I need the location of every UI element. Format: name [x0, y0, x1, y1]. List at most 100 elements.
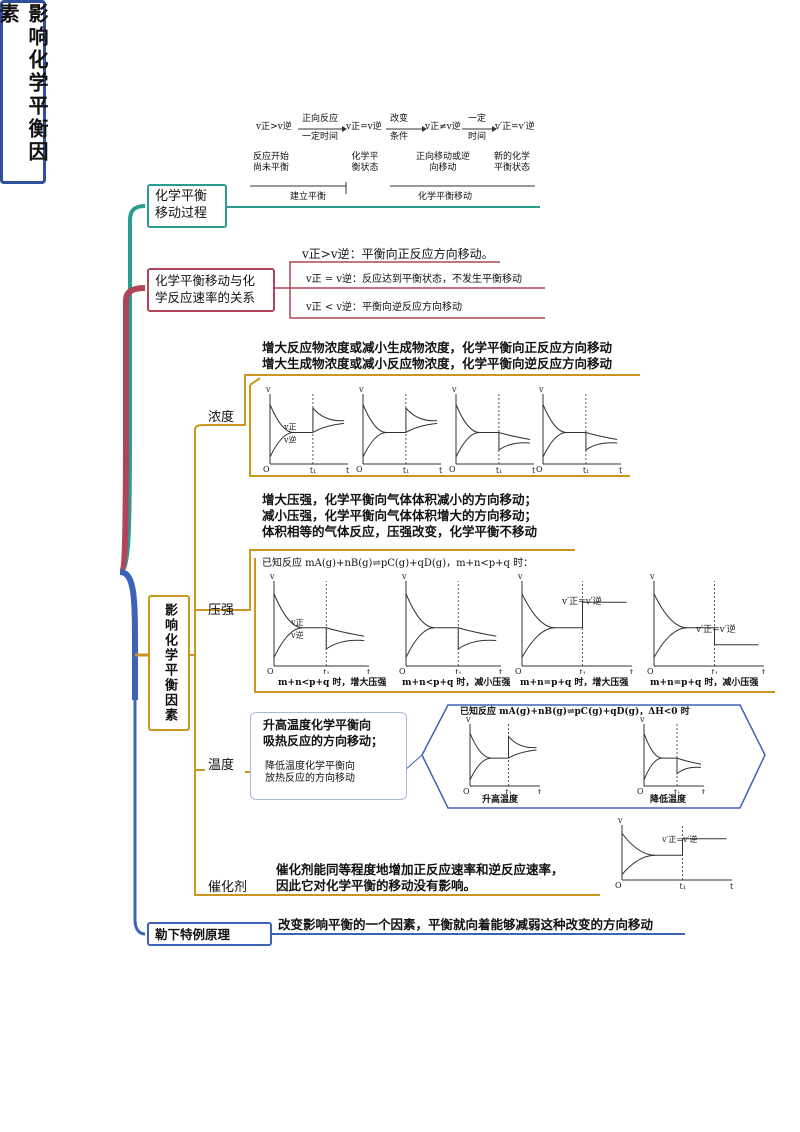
graph-v-label: v	[358, 385, 364, 394]
graph-t1-label: t₁	[712, 668, 718, 674]
graph-curve	[676, 757, 702, 765]
rate-item-less: v正 < v逆：平衡向逆反应方向移动	[306, 302, 463, 313]
graph-curve	[273, 627, 303, 658]
graph-origin-label: O	[356, 465, 363, 474]
pressure-rule-1: 增大压强，化学平衡向气体体积减小的方向移动；	[262, 492, 538, 507]
graph-t-label: t	[439, 466, 443, 474]
graph-t-label: t	[538, 788, 542, 794]
temperature-rise-2: 吸热反应的方向移动；	[263, 734, 384, 748]
process-flow: v正>v逆 正向反应 一定时间 v正=v逆 改变 条件 v正≠v逆 一定 时间 …	[250, 112, 540, 207]
graph-t1-label: t₁	[455, 668, 461, 674]
root-node[interactable]: 影响化学平衡因素	[0, 0, 49, 184]
graph-t-label: t	[730, 882, 734, 890]
graph-curve	[362, 404, 406, 433]
graph-t1-label: t₁	[583, 466, 589, 474]
graph-curve	[405, 422, 438, 433]
graph-t-label: t	[346, 466, 350, 474]
graph-origin-label: O	[515, 667, 522, 674]
graph-origin-label: O	[536, 465, 543, 474]
graph-curve	[455, 432, 480, 458]
flow-state-1: v正>v逆	[256, 122, 292, 132]
graph-curve	[653, 593, 715, 629]
graph-curve	[508, 749, 537, 759]
graph-t-label: t	[702, 788, 706, 794]
graph-curve	[643, 733, 677, 759]
factors-node[interactable]: 影响化学平衡因素	[148, 595, 190, 731]
le-chatelier-node[interactable]: 勒下特例原理	[147, 922, 272, 946]
flow-state-4: v′正=v′逆	[495, 122, 535, 132]
pressure-label[interactable]: 压强	[208, 603, 235, 618]
rate-relation-node[interactable]: 化学平衡移动与化学反应速率的关系	[147, 268, 275, 312]
graph-t1-label: t₁	[310, 466, 316, 474]
graph-t-label: t	[762, 668, 766, 674]
pressure-caption-4: m+n=p+q 时，减小压强	[650, 678, 759, 688]
graph-t1-label: t₁	[506, 788, 512, 794]
graph-curve	[455, 404, 499, 433]
graph-t-label: t	[532, 466, 536, 474]
graph-curve	[405, 627, 435, 658]
temperature-label[interactable]: 温度	[208, 758, 235, 773]
graph-t1-label: t₁	[580, 668, 586, 674]
graph-curve	[582, 601, 627, 628]
pressure-rule-2: 减小压强，化学平衡向气体体积增大的方向移动；	[262, 508, 538, 523]
graph-curve	[676, 758, 702, 775]
graph-v-label: v	[538, 385, 544, 394]
temperature-rise-1: 升高温度化学平衡向	[263, 718, 372, 732]
concentration-label[interactable]: 浓度	[208, 410, 235, 425]
flow-state-3: v正≠v逆	[425, 122, 461, 132]
graph-curve	[542, 404, 586, 433]
catalyst-rule-2: 因此它对化学平衡的移动没有影响。	[276, 878, 477, 893]
graph-curve	[405, 593, 459, 629]
rate-relation-title: 化学平衡移动与化学反应速率的关系	[155, 273, 256, 305]
graph-v-label: v	[639, 716, 645, 724]
concentration-rules: 增大反应物浓度或减小生成物浓度，化学平衡向正反应方向移动 增大生成物浓度或减小反…	[262, 340, 612, 372]
rate-item-equal: v正 = v逆：反应达到平衡状态，不发生平衡移动	[306, 274, 523, 285]
graph-t1-label: t₁	[323, 668, 329, 674]
temperature-reaction: 已知反应 mA(g)+nB(g)⇌pC(g)+qD(g)，ΔH<0 时	[460, 707, 690, 717]
graph-curve	[325, 627, 365, 650]
le-chatelier-text: 改变影响平衡的一个因素，平衡就向着能够减弱这种改变的方向移动	[278, 917, 654, 932]
state-start: 反应开始尚未平衡	[252, 152, 289, 173]
graph-curve	[643, 757, 663, 780]
state-new-equilibrium: 新的化学平衡状态	[493, 152, 530, 173]
process-title: 化学平衡移动过程	[155, 189, 208, 221]
flow-arrow-2-top: 改变	[390, 114, 409, 124]
pressure-reaction: 已知反应 mA(g)+nB(g)⇌pC(g)+qD(g)，m+n<p+q 时：	[262, 558, 534, 569]
graph-equal-label-3: v′正=v′逆	[661, 834, 697, 844]
process-node[interactable]: 化学平衡移动过程	[147, 184, 227, 228]
temperature-fall-1: 降低温度化学平衡向	[265, 761, 355, 772]
graph-curve	[498, 432, 531, 451]
temperature-fall-2: 放热反应的方向移动	[265, 773, 355, 784]
pressure-caption-3: m+n=p+q 时，增大压强	[520, 678, 629, 688]
catalyst-label[interactable]: 催化剂	[208, 880, 248, 895]
flow-state-2: v正=v逆	[346, 122, 382, 132]
graph-t-label: t	[499, 668, 503, 674]
graph-curve	[585, 432, 618, 451]
factors-title: 影响化学平衡因素	[162, 603, 177, 723]
graph-v-label: v	[617, 818, 623, 825]
graph-curve	[508, 735, 537, 759]
graph-v-label: v	[265, 385, 271, 394]
catalyst-rule-1: 催化剂能同等程度地增加正反应速率和逆反应速率，	[276, 862, 564, 877]
graph-curve	[269, 432, 294, 458]
phase-establish: 建立平衡	[290, 192, 327, 202]
graph-v-reverse-label: v逆	[283, 435, 297, 445]
graph-curve	[621, 854, 656, 875]
graph-origin-label: O	[463, 787, 470, 794]
temperature-fall: 降低温度化学平衡向 放热反应的方向移动	[265, 761, 355, 785]
graph-curve	[521, 627, 556, 658]
graph-v-label: v	[649, 574, 655, 581]
graph-v-label: v	[465, 716, 471, 724]
graph-v-label: v	[451, 385, 457, 394]
graph-curve	[312, 422, 345, 433]
concentration-rule-1: 增大反应物浓度或减小生成物浓度，化学平衡向正反应方向移动	[262, 340, 613, 355]
pressure-caption-2: m+n<p+q 时，减小压强	[402, 678, 511, 688]
graph-curve	[312, 406, 345, 433]
graph-origin-label: O	[449, 465, 456, 474]
graph-t1-label: t₁	[496, 466, 502, 474]
graph-t-label: t	[619, 466, 623, 474]
graph-curve	[326, 627, 365, 637]
graph-t-label: t	[630, 668, 634, 674]
